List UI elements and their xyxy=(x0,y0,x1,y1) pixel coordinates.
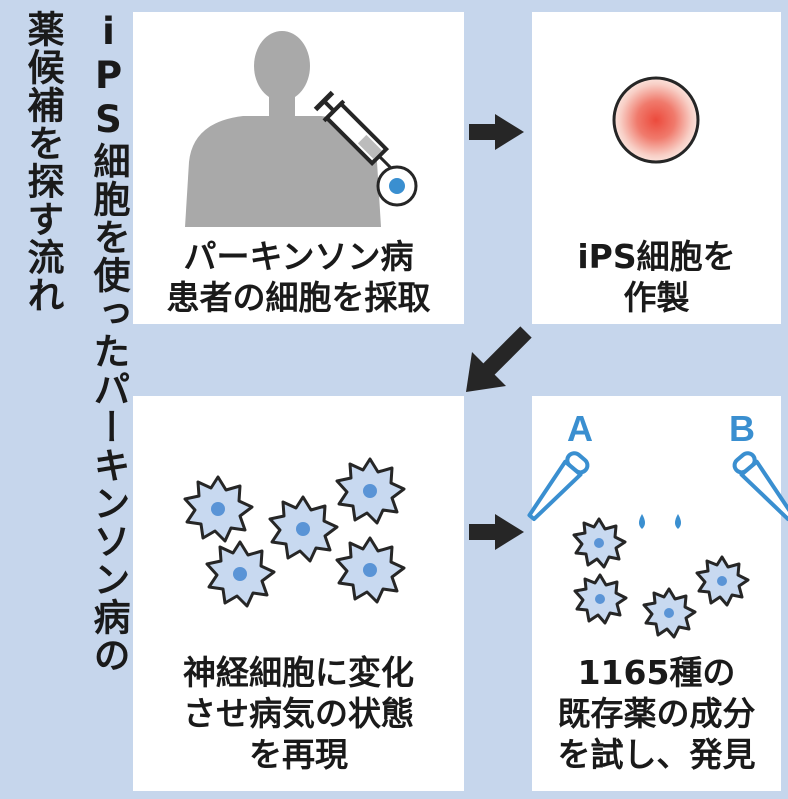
arrow-right-bottom-icon xyxy=(469,514,524,550)
step3-caption: 神経細胞に変化 させ病気の状態 を再現 xyxy=(133,652,464,775)
patient-syringe-illustration xyxy=(185,31,418,227)
step-panel-make-ips: iPS細胞を 作製 xyxy=(532,12,781,324)
dropper-a-icon xyxy=(527,451,590,522)
step1-caption: パーキンソン病 患者の細胞を採取 xyxy=(133,236,464,318)
ips-cell-illustration xyxy=(612,76,700,164)
dropper-b-icon xyxy=(732,451,788,522)
diagram-title-line2: 薬候補を探す流れ xyxy=(21,10,64,314)
step4-caption-line3: を試し、発見 xyxy=(557,735,756,774)
arrow-right-top-icon xyxy=(469,114,524,150)
patient-silhouette-icon xyxy=(185,31,381,227)
neuron-cell-icon xyxy=(335,536,406,604)
step1-caption-line2: 患者の細胞を採取 xyxy=(166,278,431,317)
neuron-cell-icon xyxy=(183,475,254,543)
step-panel-drug-test: A B 1165種の 既存薬の成分 を試し、発見 xyxy=(527,396,788,791)
drop-a-icon xyxy=(639,514,645,529)
step4-caption-line1: 1165種の xyxy=(577,653,736,692)
step3-caption-line3: を再現 xyxy=(249,735,348,774)
collected-cell-icon xyxy=(376,165,418,207)
neuron-cell-icon xyxy=(205,540,276,608)
dropper-b-label: B xyxy=(729,408,755,449)
neuron-cell-icon xyxy=(335,457,406,525)
neuron-cell-icon xyxy=(642,587,697,639)
step-panel-neurons: 神経細胞に変化 させ病気の状態 を再現 xyxy=(133,396,464,791)
drop-b-icon xyxy=(675,514,681,529)
neuron-cell-icon xyxy=(572,517,627,569)
step3-caption-line2: させ病気の状態 xyxy=(183,694,414,733)
step2-caption: iPS細胞を 作製 xyxy=(532,236,781,318)
ips-cell-icon xyxy=(612,76,700,164)
neuron-cell-icon xyxy=(573,573,628,625)
step4-caption: 1165種の 既存薬の成分 を試し、発見 xyxy=(532,652,781,775)
step2-caption-line2: 作製 xyxy=(623,278,690,317)
step2-caption-line1: iPS細胞を xyxy=(577,237,736,276)
syringe-icon xyxy=(313,90,395,172)
dropper-a-label: A xyxy=(567,408,593,449)
step-panel-collect-cells: パーキンソン病 患者の細胞を採取 xyxy=(133,12,464,324)
neuron-cell-icon xyxy=(268,495,339,563)
diagram-title-line1: iPS細胞を使ったパーキンソン病の xyxy=(87,10,130,674)
drug-test-illustration: A B xyxy=(527,408,788,639)
arrow-down-left-icon xyxy=(466,326,532,392)
neuron-cell-icon xyxy=(695,555,750,607)
step1-caption-line1: パーキンソン病 xyxy=(183,237,414,276)
step3-caption-line1: 神経細胞に変化 xyxy=(183,653,414,692)
step4-caption-line2: 既存薬の成分 xyxy=(557,694,756,733)
